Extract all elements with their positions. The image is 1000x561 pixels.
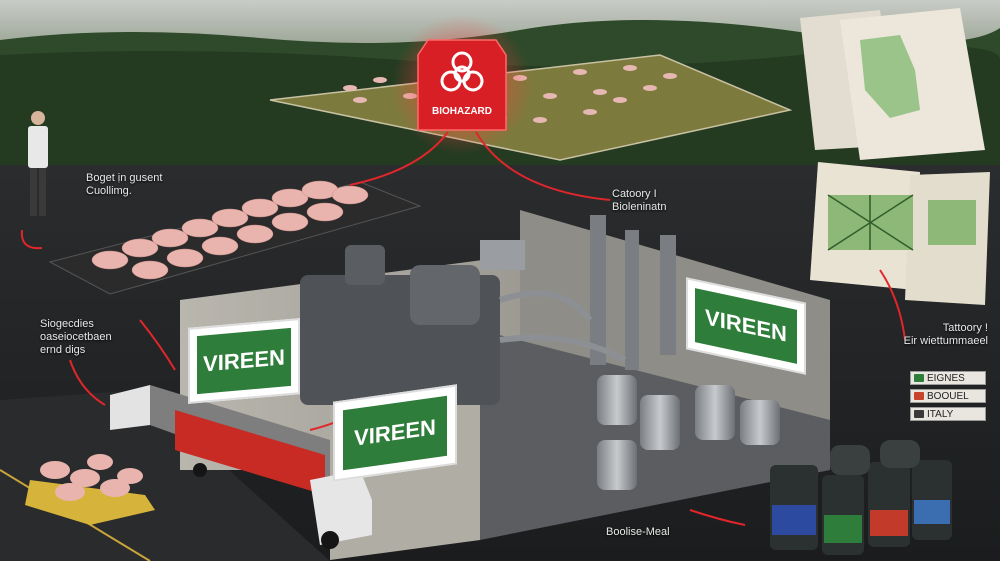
- destination-tag-2: BOOUEL: [910, 389, 986, 403]
- storage-tanks: [597, 375, 780, 490]
- sign-text: VIREEN: [197, 327, 291, 395]
- transport-truck: [110, 385, 372, 549]
- destination-label: BOOUEL: [927, 391, 969, 402]
- pig-field: [270, 55, 790, 160]
- category-top-label: Catoory I Bioleninatn: [612, 188, 667, 213]
- sign-text: VIREEN: [343, 395, 447, 471]
- culling-label: Boget ịn gusent Cuollimg.: [86, 172, 163, 197]
- storage-label: Siogecdies oaseiocetbaen ernd digs: [40, 318, 112, 356]
- destination-tag-3: ITALY: [910, 407, 986, 421]
- documents-middle: [810, 162, 990, 305]
- trailer-pigs: [40, 454, 143, 501]
- destination-label: EIGNES: [927, 373, 965, 384]
- barrels: [770, 440, 952, 555]
- destination-label: ITALY: [927, 409, 954, 420]
- inspector-figure: [28, 111, 48, 216]
- destination-tag-1: EIGNES: [910, 371, 986, 385]
- flag-icon: [914, 374, 924, 382]
- flag-icon: [914, 410, 924, 418]
- conveyor-pigs: [91, 180, 369, 280]
- processing-machinery: [300, 215, 676, 405]
- biohazard-icon: [440, 51, 484, 92]
- biohazard-label: BIOHAZARD: [432, 106, 492, 117]
- flag-icon: [914, 392, 924, 400]
- biohazard-badge: [417, 39, 507, 131]
- category-right-label: Tattoory ! Eir wiettummaeel: [903, 322, 988, 347]
- documents-top: [800, 8, 985, 160]
- product-label: Boolise-Meal: [606, 526, 670, 538]
- sign-vireen-left: VIREEN: [188, 318, 300, 404]
- sign-text: VIREEN: [695, 288, 797, 364]
